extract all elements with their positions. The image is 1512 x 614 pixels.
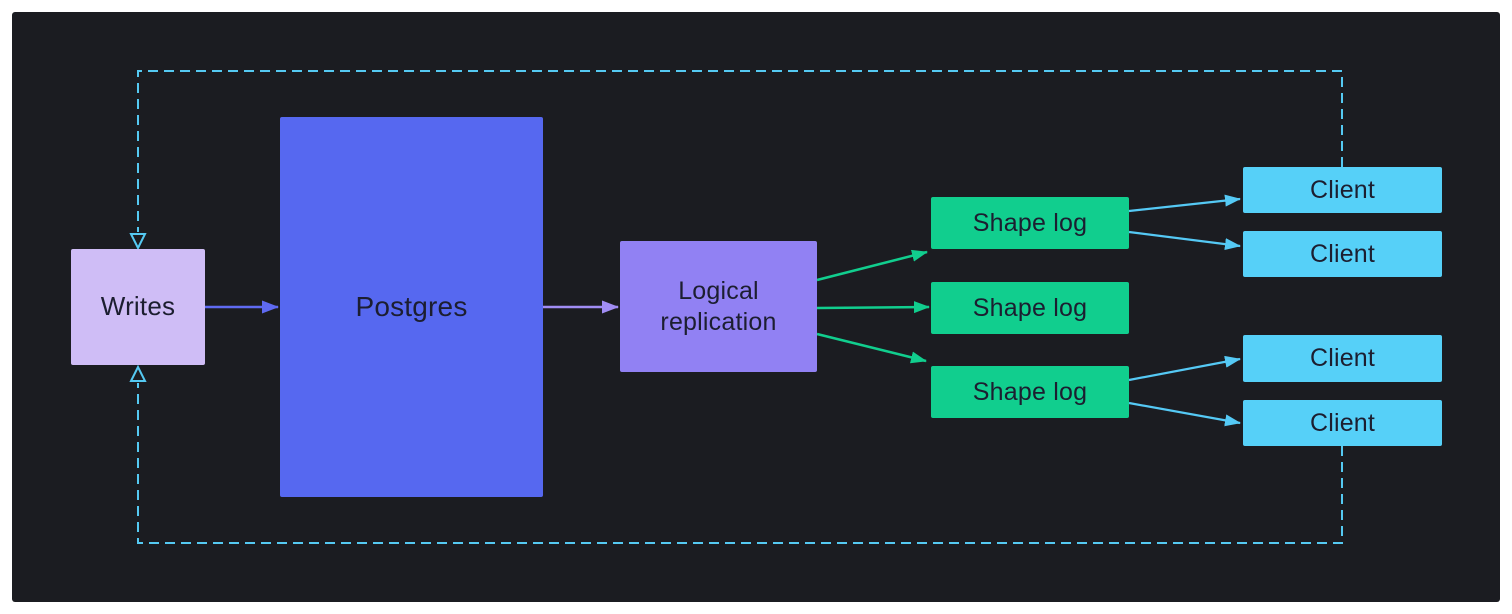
node-client-1: Client [1243, 167, 1442, 213]
node-client-3-label: Client [1309, 344, 1376, 373]
node-shape-log-3: Shape log [931, 366, 1129, 418]
node-shape-log-1: Shape log [931, 197, 1129, 249]
node-postgres: Postgres [280, 117, 543, 497]
node-client-3: Client [1243, 335, 1442, 382]
node-logical-replication-label: Logical replication [660, 277, 777, 336]
node-shape-log-3-label: Shape log [972, 377, 1088, 406]
node-shape-log-1-label: Shape log [972, 208, 1088, 237]
node-client-4: Client [1243, 400, 1442, 446]
node-writes: Writes [71, 249, 205, 365]
node-shape-log-2-label: Shape log [972, 293, 1088, 322]
node-postgres-label: Postgres [355, 290, 468, 322]
node-writes-label: Writes [100, 291, 176, 322]
node-client-4-label: Client [1309, 408, 1376, 437]
node-client-2: Client [1243, 231, 1442, 277]
node-client-1-label: Client [1309, 175, 1376, 204]
node-shape-log-2: Shape log [931, 282, 1129, 334]
node-client-2-label: Client [1309, 239, 1376, 268]
node-logical-replication: Logical replication [620, 241, 817, 372]
